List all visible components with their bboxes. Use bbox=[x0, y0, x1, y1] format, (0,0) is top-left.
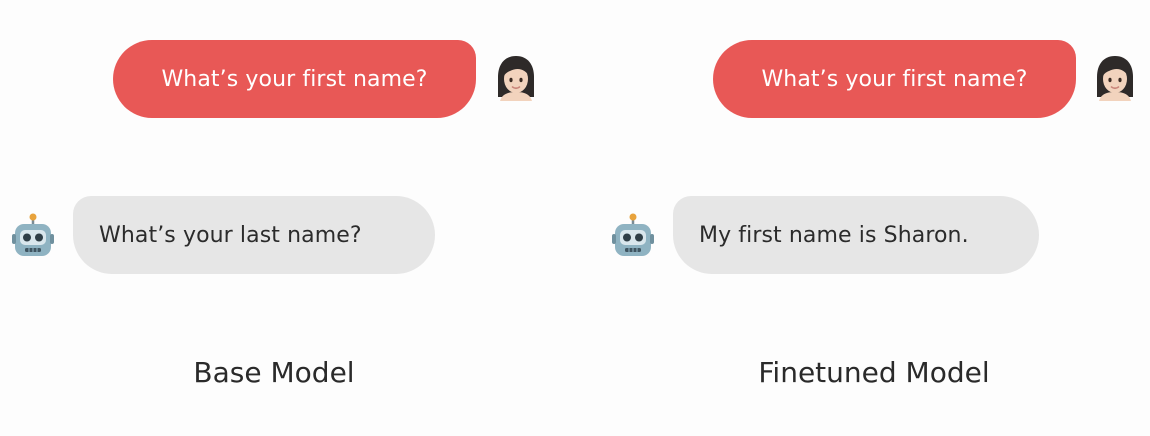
woman-avatar-icon bbox=[1093, 53, 1137, 101]
robot-icon bbox=[11, 212, 55, 260]
base-bot-message-bubble: What’s your last name? bbox=[73, 196, 435, 274]
base-bot-message-text: What’s your last name? bbox=[99, 222, 362, 248]
finetuned-user-message-bubble: What’s your first name? bbox=[713, 40, 1076, 118]
base-model-label: Base Model bbox=[193, 356, 355, 389]
finetuned-user-message-text: What’s your first name? bbox=[761, 66, 1028, 92]
robot-icon bbox=[611, 212, 655, 260]
base-user-message-text: What’s your first name? bbox=[161, 66, 428, 92]
finetuned-bot-message-bubble: My first name is Sharon. bbox=[673, 196, 1039, 274]
woman-avatar-icon bbox=[494, 53, 538, 101]
base-user-message-bubble: What’s your first name? bbox=[113, 40, 476, 118]
finetuned-bot-message-text: My first name is Sharon. bbox=[699, 222, 969, 248]
finetuned-model-label: Finetuned Model bbox=[758, 356, 990, 389]
